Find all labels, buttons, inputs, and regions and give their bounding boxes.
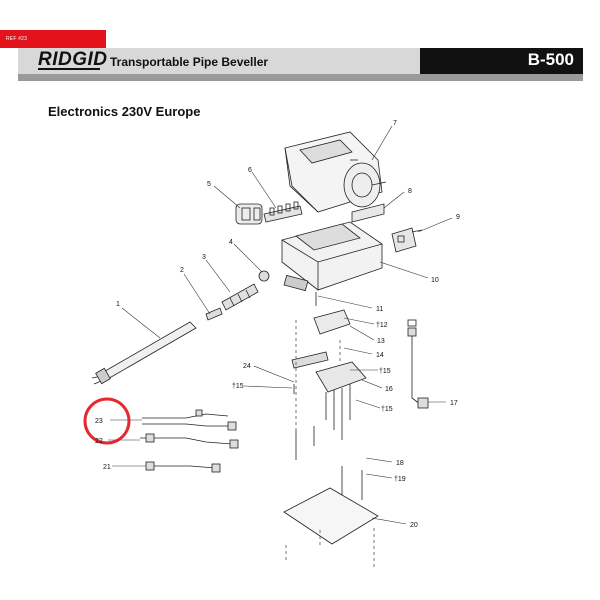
callout-16: 16 [385, 386, 393, 393]
brush-holder [235, 203, 263, 225]
callout-15a: †15 [379, 368, 391, 375]
power-cord [91, 321, 197, 385]
callout-10: 10 [431, 277, 439, 284]
control-board [315, 361, 367, 440]
callout-15b: †15 [232, 383, 244, 390]
callout-11: 11 [376, 306, 383, 313]
callout-7: 7 [393, 120, 397, 127]
callout-24: 24 [243, 363, 251, 370]
capacitor [313, 309, 351, 335]
cable-clamp [205, 307, 223, 321]
label-plate [351, 203, 385, 223]
wire-harness-21 [145, 461, 221, 473]
callout-9: 9 [456, 214, 460, 221]
motor [284, 131, 387, 213]
callout-5: 5 [207, 181, 211, 188]
callout-3: 3 [202, 254, 206, 261]
callout-4: 4 [229, 239, 233, 246]
model-label: B-500 [527, 50, 574, 69]
callout-6: 6 [248, 167, 252, 174]
callout-14: 14 [376, 352, 384, 359]
brand-logo: RIDGID [38, 49, 108, 70]
grommet [258, 270, 270, 282]
callout-23: 23 [95, 418, 103, 425]
housing [281, 221, 383, 292]
strain-relief [221, 283, 259, 311]
callout-13: 13 [377, 338, 385, 345]
switch [391, 227, 423, 253]
callout-1: 1 [116, 301, 120, 308]
callout-20: 20 [410, 522, 418, 529]
callout-17: 17 [450, 400, 458, 407]
brand-logo-underline [38, 68, 100, 70]
wire-harness-23 [142, 409, 237, 431]
wire-harness-22 [140, 433, 239, 449]
callout-12: †12 [376, 322, 388, 329]
terminal-strip [263, 201, 303, 223]
model-block [420, 48, 583, 74]
callout-18: 18 [396, 460, 404, 467]
callout-22: 22 [95, 438, 103, 445]
callout-21: 21 [103, 464, 111, 471]
ref-tag: REF #23 [0, 30, 106, 48]
section-title: Electronics 230V Europe [48, 104, 201, 119]
callout-19: †19 [394, 476, 406, 483]
header-bottom-bar [18, 74, 583, 81]
header-title: Transportable Pipe Beveller [110, 55, 269, 69]
callout-8: 8 [408, 188, 412, 195]
base-plate [283, 487, 379, 545]
motor-cable [407, 319, 429, 409]
callout-2: 2 [180, 267, 184, 274]
highlight-circle [83, 397, 131, 445]
terminal-block [291, 351, 329, 369]
callout-15c: †15 [381, 406, 393, 413]
